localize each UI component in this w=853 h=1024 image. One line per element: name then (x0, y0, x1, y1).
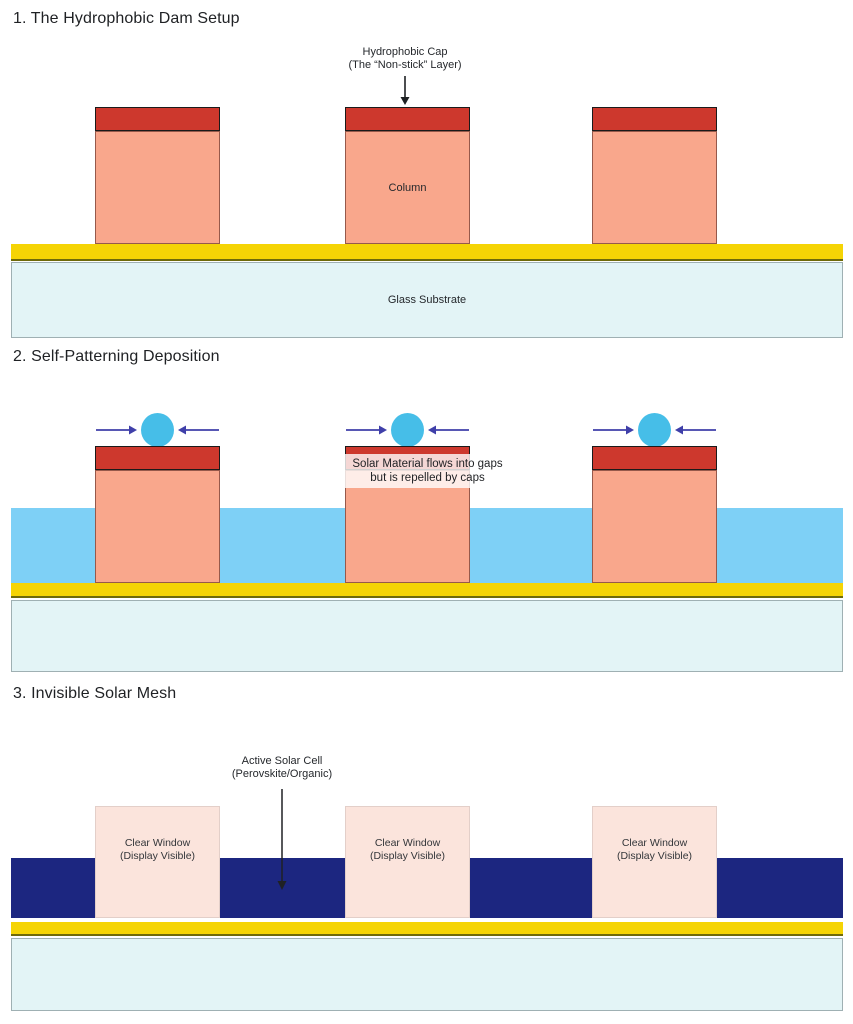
clear-window-label-line1: Clear Window (621, 837, 688, 849)
deposition-note: Solar Material flows into gaps but is re… (340, 454, 515, 488)
s2-col1-body (95, 470, 220, 583)
s1-col2-cap (345, 107, 470, 131)
s3-glass-substrate (11, 938, 843, 1011)
clear-window-label: Clear Window (Display Visible) (346, 837, 469, 862)
flow-arrow-left-icon (178, 425, 219, 435)
deposition-note-line1: Solar Material flows into gaps (352, 458, 503, 470)
active-solar-cell-label-line2: (Perovskite/Organic) (231, 768, 333, 780)
clear-window-label-line1: Clear Window (374, 837, 441, 849)
flow-arrow-right-icon (593, 425, 634, 435)
clear-window-label: Clear Window (Display Visible) (593, 837, 716, 862)
clear-window-3: Clear Window (Display Visible) (592, 806, 717, 918)
clear-window-label-line1: Clear Window (124, 837, 191, 849)
s2-col3-body (592, 470, 717, 583)
s1-col3-body (592, 131, 717, 244)
column-label: Column (388, 182, 427, 194)
flow-arrow-right-icon (346, 425, 387, 435)
s1-glass-substrate: Glass Substrate (11, 262, 843, 338)
s1-col3-cap (592, 107, 717, 131)
s2-col2-body (345, 470, 470, 583)
active-solar-cell-label-line1: Active Solar Cell (241, 755, 323, 767)
s2-col1-droplet (141, 413, 174, 447)
step2-title: 2. Self-Patterning Deposition (13, 348, 220, 365)
flow-arrow-left-icon (675, 425, 716, 435)
flow-arrow-right-icon (96, 425, 137, 435)
hydrophobic-cap-label-line2: (The “Non-stick” Layer) (348, 59, 462, 71)
s1-col1-cap (95, 107, 220, 131)
s2-conductive-band (11, 583, 843, 598)
active-solar-cell-label: Active Solar Cell (Perovskite/Organic) (182, 755, 382, 781)
hydrophobic-cap-label-line1: Hydrophobic Cap (362, 46, 448, 58)
clear-window-label-line2: (Display Visible) (616, 849, 693, 862)
glass-substrate-label: Glass Substrate (387, 293, 467, 306)
s2-col1-cap (95, 446, 220, 470)
clear-window-label-line2: (Display Visible) (369, 849, 446, 862)
down-arrow-icon (277, 789, 287, 890)
clear-window-2: Clear Window (Display Visible) (345, 806, 470, 918)
deposition-note-line2: but is repelled by caps (370, 472, 485, 484)
clear-window-label-line2: (Display Visible) (119, 849, 196, 862)
s2-col2-droplet (391, 413, 424, 447)
s2-col3-droplet (638, 413, 671, 447)
clear-window-1: Clear Window (Display Visible) (95, 806, 220, 918)
s1-col1-body (95, 131, 220, 244)
s2-col3-cap (592, 446, 717, 470)
step3-title: 3. Invisible Solar Mesh (13, 685, 177, 702)
clear-window-label: Clear Window (Display Visible) (96, 837, 219, 862)
s2-glass-substrate (11, 600, 843, 672)
down-arrow-icon (400, 76, 410, 105)
hydrophobic-cap-label: Hydrophobic Cap (The “Non-stick” Layer) (305, 46, 505, 72)
step1-title: 1. The Hydrophobic Dam Setup (13, 10, 240, 27)
s1-conductive-band (11, 244, 843, 261)
s3-conductive-band (11, 922, 843, 936)
flow-arrow-left-icon (428, 425, 469, 435)
s1-col2-body: Column (345, 131, 470, 244)
